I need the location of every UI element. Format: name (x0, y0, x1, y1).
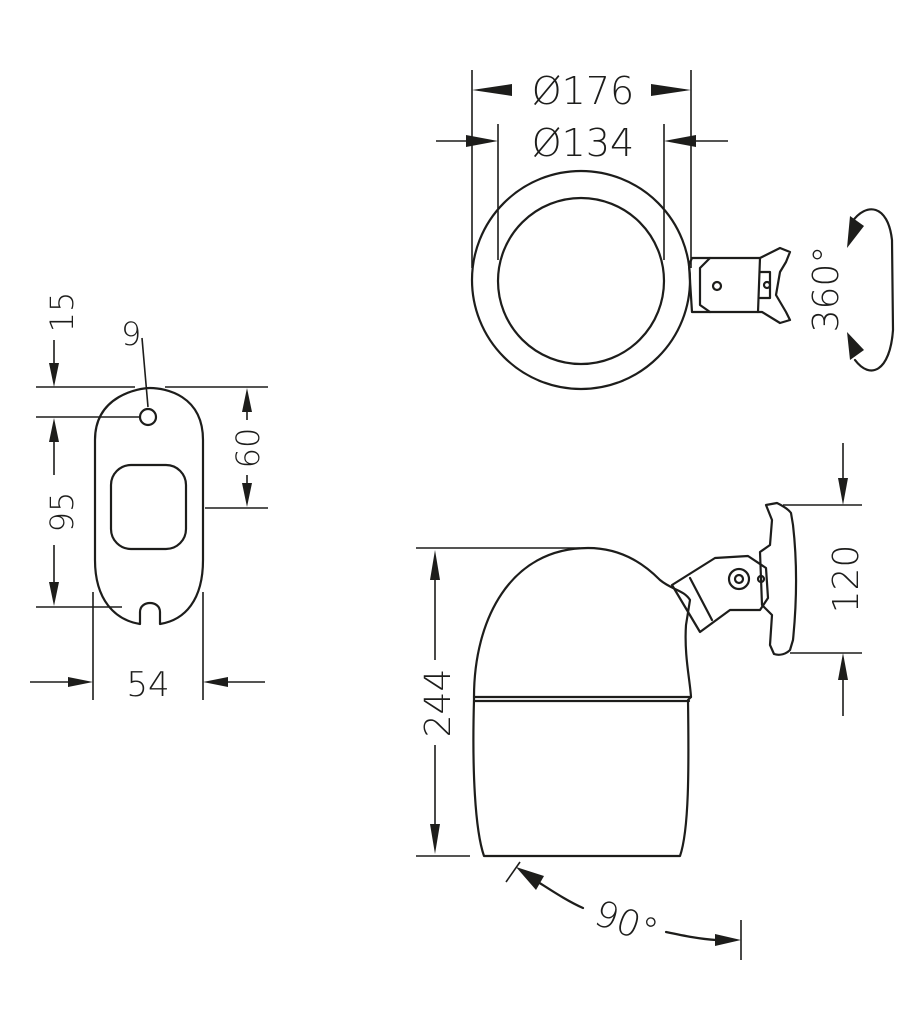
dim-244-label: 244 (418, 669, 459, 738)
rotation-arrowhead-top (847, 216, 864, 248)
arrow-176-right (651, 84, 691, 96)
arrow-176-left (472, 84, 512, 96)
dim-176-label: Ø176 (532, 69, 634, 113)
arrow-134-right (466, 135, 498, 147)
arrow-95-up (49, 418, 59, 442)
side-pivot-bolt (727, 567, 751, 591)
arrow-134-left (664, 135, 696, 147)
outer-ring (470, 169, 692, 391)
dim-360-label: 360° (806, 246, 847, 333)
dim-134-label: Ø134 (532, 121, 634, 165)
arrow-244-up (430, 550, 440, 580)
dim-54-label: 54 (126, 665, 169, 705)
arrow-54-right (68, 677, 93, 687)
lamp-body (472, 546, 693, 858)
inner-ring (496, 196, 666, 366)
top-view: 360° Ø176 Ø134 (436, 69, 895, 391)
top-bracket-arm (687, 246, 792, 325)
arrow-15-down (49, 363, 59, 387)
tilt-arrowhead-left (516, 867, 544, 890)
cable-opening (109, 463, 188, 551)
tilt-arrowhead-right (715, 934, 741, 946)
dim-60-label: 60 (229, 428, 267, 469)
arrow-95-down (49, 582, 59, 606)
side-view: 120 244 90° (416, 443, 867, 960)
arrow-244-down (430, 824, 440, 854)
dim-95-label: 95 (43, 492, 81, 533)
mounting-plate-outline (93, 386, 205, 626)
top-bracket-screw (711, 280, 723, 292)
dim-9-label: 9 (121, 315, 141, 353)
arrow-120-up (838, 653, 848, 680)
dim-15-label: 15 (43, 292, 81, 333)
dim-90-label: 90° (589, 893, 663, 953)
dim-120-label: 120 (826, 545, 867, 614)
arrow-120-down (838, 478, 848, 505)
side-bracket-joint (670, 554, 770, 634)
rotation-arrow-360 (850, 208, 895, 372)
arrow-60-up (242, 388, 252, 412)
rotation-arrowhead-bottom (847, 332, 864, 360)
arrow-60-down (242, 483, 252, 507)
mounting-hole (138, 407, 158, 427)
mounting-plate-view: 15 95 60 9 54 (30, 292, 268, 705)
side-wall-plate (758, 501, 798, 656)
arrow-54-left (203, 677, 228, 687)
